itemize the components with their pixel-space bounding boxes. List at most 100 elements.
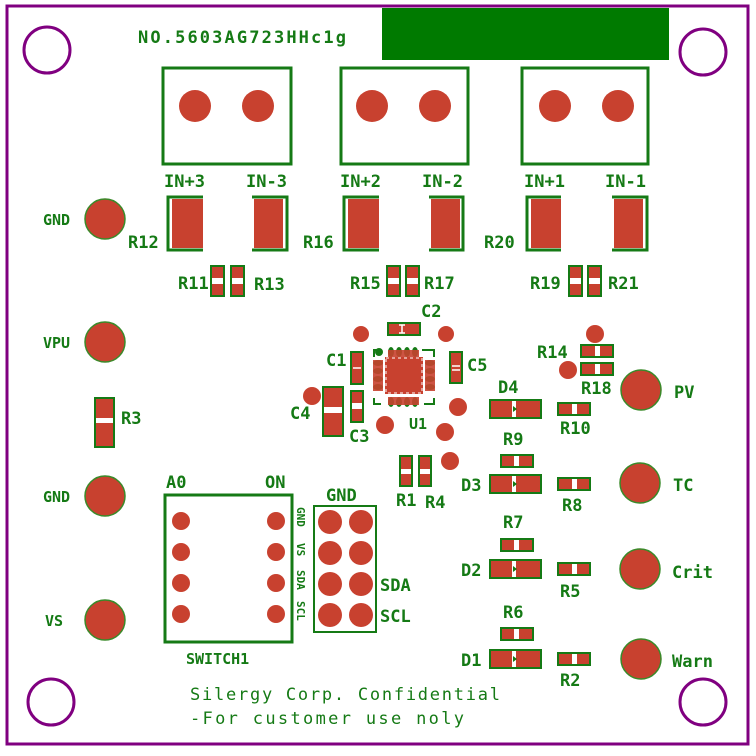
small-resistor-r21 — [587, 265, 602, 297]
pin1-marker — [375, 348, 383, 356]
connector-pad — [242, 90, 274, 122]
testpoint-label: VS — [45, 612, 63, 630]
small-resistor-r17 — [405, 265, 420, 297]
shunt-label: R16 — [303, 233, 334, 253]
resistor-label: R21 — [608, 274, 639, 294]
connector-1: IN+1 IN-1 — [520, 66, 650, 192]
testpoint-gnd-top[interactable]: GND — [43, 198, 126, 240]
dip-switch[interactable]: A0 ON SWITCH1 GND VS SDA SCL — [163, 473, 307, 668]
capacitor-label: C1 — [326, 351, 346, 371]
via — [438, 326, 454, 342]
resistor-r2 — [557, 652, 591, 666]
small-resistor-r13 — [230, 265, 245, 297]
via — [353, 326, 369, 342]
resistor-r4: R4 — [418, 455, 445, 513]
connector-pad — [356, 90, 388, 122]
switch-side-label: SDA — [294, 570, 307, 590]
switch-on-label: ON — [265, 473, 285, 493]
diode-label: D1 — [461, 651, 481, 671]
resistor-r14: R14 — [537, 343, 614, 363]
pin-header: GND SDA SCL — [313, 486, 411, 633]
resistor-r7 — [500, 538, 534, 552]
capacitor-label: C5 — [467, 356, 487, 376]
resistor-label: R17 — [424, 274, 455, 294]
mounting-hole-bottom-left — [26, 677, 76, 727]
capacitor-label: C2 — [421, 302, 441, 322]
connector-plus-label: IN+3 — [164, 172, 205, 192]
connector-plus-label: IN+1 — [524, 172, 565, 192]
via — [303, 387, 321, 405]
via — [436, 423, 454, 441]
ic-label: U1 — [409, 415, 427, 433]
connector-pad — [419, 90, 451, 122]
header-scl-label: SCL — [380, 607, 411, 627]
connector-minus-label: IN-3 — [246, 172, 287, 192]
testpoint-pv[interactable]: PV — [620, 369, 694, 411]
shunt-label: R12 — [128, 233, 159, 253]
resistor-r6 — [500, 627, 534, 641]
connector-minus-label: IN-2 — [422, 172, 463, 192]
capacitor-label: C4 — [290, 404, 310, 424]
shunt-resistor-r16: R16 — [303, 195, 465, 253]
header-sda-label: SDA — [380, 576, 411, 596]
ic-u1: U1 — [373, 347, 435, 433]
shunt-resistor-r20: R20 — [484, 195, 649, 253]
small-resistor-r11 — [210, 265, 225, 297]
resistor-label: R18 — [581, 379, 612, 399]
diode-label: D4 — [498, 378, 518, 398]
switch-label: SWITCH1 — [186, 650, 249, 668]
resistor-label: R3 — [121, 409, 141, 429]
header-gnd-label: GND — [326, 486, 357, 506]
connector-2: IN+2 IN-2 — [339, 66, 470, 192]
resistor-label: R7 — [503, 513, 523, 533]
connector-plus-label: IN+2 — [340, 172, 381, 192]
testpoint-label: Warn — [672, 652, 713, 672]
resistor-label: R13 — [254, 275, 285, 295]
capacitor-c2: C2 — [387, 302, 441, 336]
resistor-label: R11 — [178, 274, 209, 294]
switch-a0-label: A0 — [166, 473, 186, 493]
testpoint-label: Crit — [672, 563, 713, 583]
resistor-r3: R3 — [94, 397, 141, 448]
connector-pad — [179, 90, 211, 122]
testpoint-label: GND — [43, 211, 70, 229]
testpoint-label: VPU — [43, 334, 70, 352]
resistor-r18: R18 — [580, 362, 614, 399]
testpoint-crit[interactable]: Crit — [619, 548, 713, 590]
resistor-label: R2 — [560, 671, 580, 691]
via — [441, 452, 459, 470]
shunt-resistor-r12: R12 — [128, 195, 289, 253]
testpoint-gnd-mid[interactable]: GND — [43, 475, 126, 517]
resistor-label: R14 — [537, 343, 568, 363]
resistor-r10 — [557, 402, 591, 416]
resistor-r8 — [557, 477, 591, 491]
solid-copper-block — [382, 8, 669, 60]
connector-pad — [602, 90, 634, 122]
mounting-hole-top-left — [22, 25, 72, 75]
shunt-label: R20 — [484, 233, 515, 253]
testpoint-label: TC — [673, 476, 693, 496]
connector-minus-label: IN-1 — [605, 172, 646, 192]
capacitor-label: C3 — [349, 427, 369, 447]
connector-3: IN+3 IN-3 — [161, 66, 293, 192]
diode-label: D3 — [461, 476, 481, 496]
testpoint-vpu[interactable]: VPU — [43, 321, 126, 363]
resistor-r5 — [557, 562, 591, 576]
testpoint-vs[interactable]: VS — [45, 599, 126, 641]
resistor-label: R6 — [503, 603, 523, 623]
testpoint-tc[interactable]: TC — [619, 462, 693, 504]
via — [586, 325, 604, 343]
testpoint-warn[interactable]: Warn — [620, 638, 713, 680]
testpoint-label: PV — [674, 383, 694, 403]
resistor-label: R1 — [396, 491, 416, 511]
small-resistor-r15 — [386, 265, 401, 297]
led-d1 — [489, 649, 542, 669]
diode-label: D2 — [461, 561, 481, 581]
switch-side-label: GND — [294, 507, 307, 527]
connector-pad — [539, 90, 571, 122]
resistor-label: R9 — [503, 430, 523, 450]
led-d4 — [489, 399, 542, 419]
switch-side-label: SCL — [294, 601, 307, 621]
switch-side-label: VS — [294, 543, 307, 556]
